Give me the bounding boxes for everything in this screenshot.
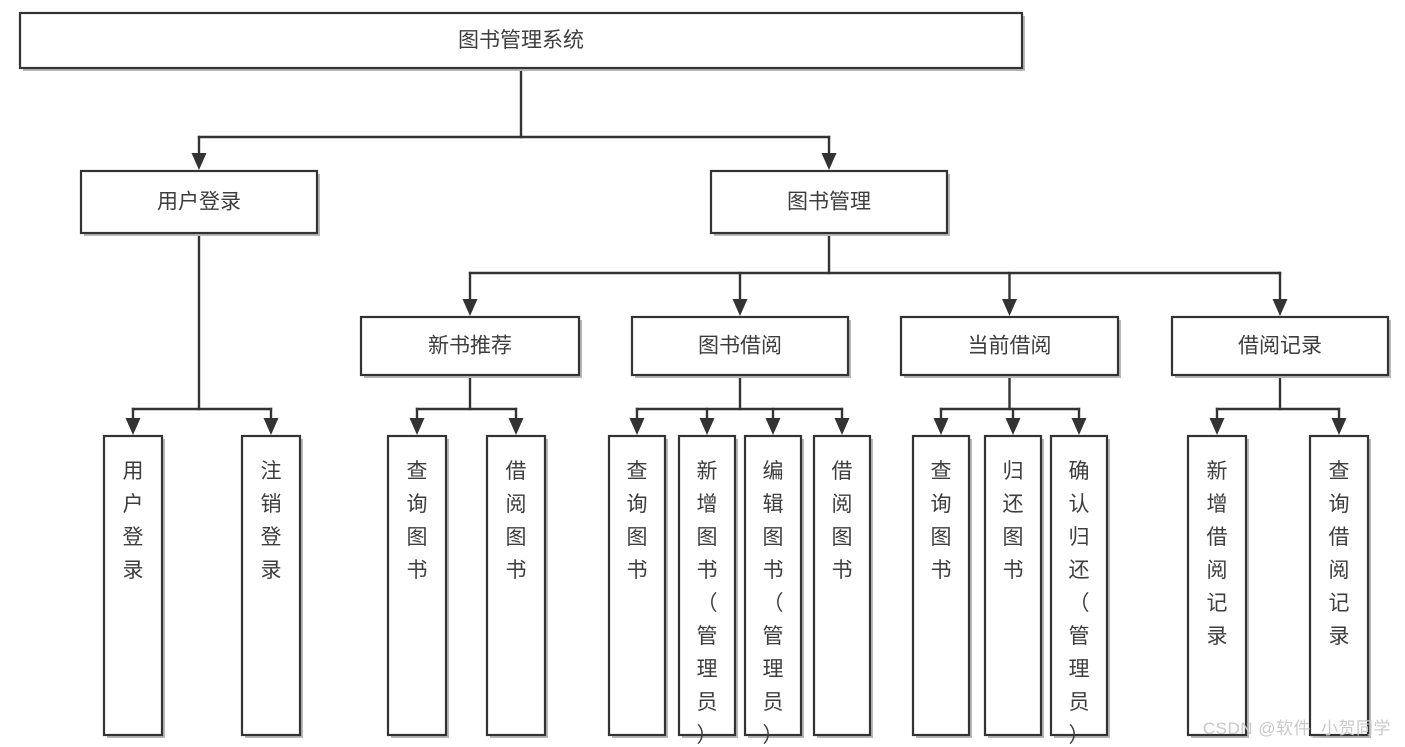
node-leaf-query-book-1: 查询图书	[386, 434, 449, 738]
node-label: 查询图书	[627, 460, 648, 582]
node-label: 当前借阅	[968, 335, 1052, 358]
node-current-borrow: 当前借阅	[899, 315, 1121, 378]
node-label: 借阅图书	[506, 460, 527, 582]
node-label: 借阅图书	[832, 460, 853, 582]
arrowhead-icon	[765, 418, 781, 435]
node-rect	[18, 11, 1024, 70]
node-label: 用户登录	[157, 191, 241, 214]
node-leaf-edit-book: 编辑图书（管理员）	[743, 434, 804, 747]
node-leaf-add-book: 新增图书（管理员）	[677, 434, 738, 747]
arrowhead-icon	[834, 418, 850, 435]
node-rect	[1186, 434, 1248, 737]
connector-group-book-manage	[462, 231, 1288, 316]
arrowhead-icon	[933, 418, 949, 435]
node-leaf-return-book: 归还图书	[983, 434, 1044, 738]
node-rect	[812, 434, 872, 737]
node-leaf-confirm-return: 确认归还（管理员）	[1049, 434, 1110, 747]
arrowhead-icon	[409, 418, 425, 435]
connectors-layer	[125, 66, 1347, 435]
node-leaf-query-book-3: 查询图书	[911, 434, 972, 738]
node-rect	[911, 434, 971, 737]
node-rect	[743, 434, 803, 737]
node-rect	[677, 434, 737, 737]
nodes-layer: 图书管理系统用户登录图书管理新书推荐图书借阅当前借阅借阅记录用户登录注销登录查询…	[18, 11, 1391, 747]
connector-group-user-login	[125, 231, 279, 435]
arrowhead-icon	[1331, 418, 1347, 435]
arrowhead-icon	[1209, 418, 1225, 435]
node-leaf-add-record: 新增借阅记录	[1186, 434, 1249, 738]
node-rect	[1170, 315, 1390, 377]
node-leaf-query-record: 查询借阅记录	[1308, 434, 1371, 738]
node-label: 查询图书	[407, 460, 428, 582]
node-label: 编辑图书（管理员）	[763, 460, 784, 747]
node-label: 图书管理系统	[458, 29, 584, 52]
arrowhead-icon	[1272, 299, 1288, 316]
node-rect	[709, 169, 949, 235]
arrowhead-icon	[629, 418, 645, 435]
node-rect	[79, 169, 319, 235]
node-book-borrow: 图书借阅	[630, 315, 851, 378]
arrowhead-icon	[462, 299, 478, 316]
node-leaf-user-login: 用户登录	[102, 434, 165, 738]
node-rect	[485, 434, 547, 737]
connector-group-borrow-record	[1209, 373, 1347, 435]
arrowhead-icon	[125, 418, 141, 435]
node-leaf-borrow-book-2: 借阅图书	[812, 434, 873, 738]
node-rect	[1308, 434, 1370, 737]
connector-group-book-borrow	[629, 373, 850, 435]
node-label: 归还图书	[1003, 460, 1024, 582]
node-label: 图书借阅	[698, 335, 782, 358]
node-label: 新增图书（管理员）	[697, 460, 718, 747]
arrowhead-icon	[263, 418, 279, 435]
node-rect	[630, 315, 850, 377]
arrowhead-icon	[508, 418, 524, 435]
node-label: 查询借阅记录	[1329, 460, 1350, 648]
arrowhead-icon	[1071, 418, 1087, 435]
node-leaf-query-book-2: 查询图书	[607, 434, 668, 738]
node-user-login: 用户登录	[79, 169, 320, 236]
connector-group-root	[191, 66, 837, 170]
node-rect	[102, 434, 164, 737]
node-label: 新书推荐	[428, 335, 512, 358]
node-rect	[240, 434, 302, 737]
node-root: 图书管理系统	[18, 11, 1025, 71]
node-new-book-rec: 新书推荐	[359, 315, 582, 378]
arrowhead-icon	[191, 153, 207, 170]
node-label: 注销登录	[261, 460, 282, 582]
node-label: 确认归还（管理员）	[1069, 460, 1090, 747]
arrowhead-icon	[732, 299, 748, 316]
node-rect	[607, 434, 667, 737]
arrowhead-icon	[1005, 418, 1021, 435]
node-rect	[1049, 434, 1109, 737]
connector-group-current-borrow	[933, 373, 1087, 435]
node-rect	[983, 434, 1043, 737]
node-label: 新增借阅记录	[1207, 460, 1228, 648]
arrowhead-icon	[699, 418, 715, 435]
node-rect	[359, 315, 581, 377]
node-leaf-borrow-book-1: 借阅图书	[485, 434, 548, 738]
node-label: 查询图书	[931, 460, 952, 582]
node-book-manage: 图书管理	[709, 169, 950, 236]
node-label: 图书管理	[787, 191, 871, 214]
connector-group-new-book-rec	[409, 373, 524, 435]
node-label: 用户登录	[123, 460, 144, 582]
node-label: 借阅记录	[1238, 335, 1322, 358]
node-rect	[899, 315, 1120, 377]
node-rect	[386, 434, 448, 737]
node-borrow-record: 借阅记录	[1170, 315, 1391, 378]
arrowhead-icon	[821, 153, 837, 170]
arrowhead-icon	[1002, 299, 1017, 316]
node-leaf-logout: 注销登录	[240, 434, 303, 738]
